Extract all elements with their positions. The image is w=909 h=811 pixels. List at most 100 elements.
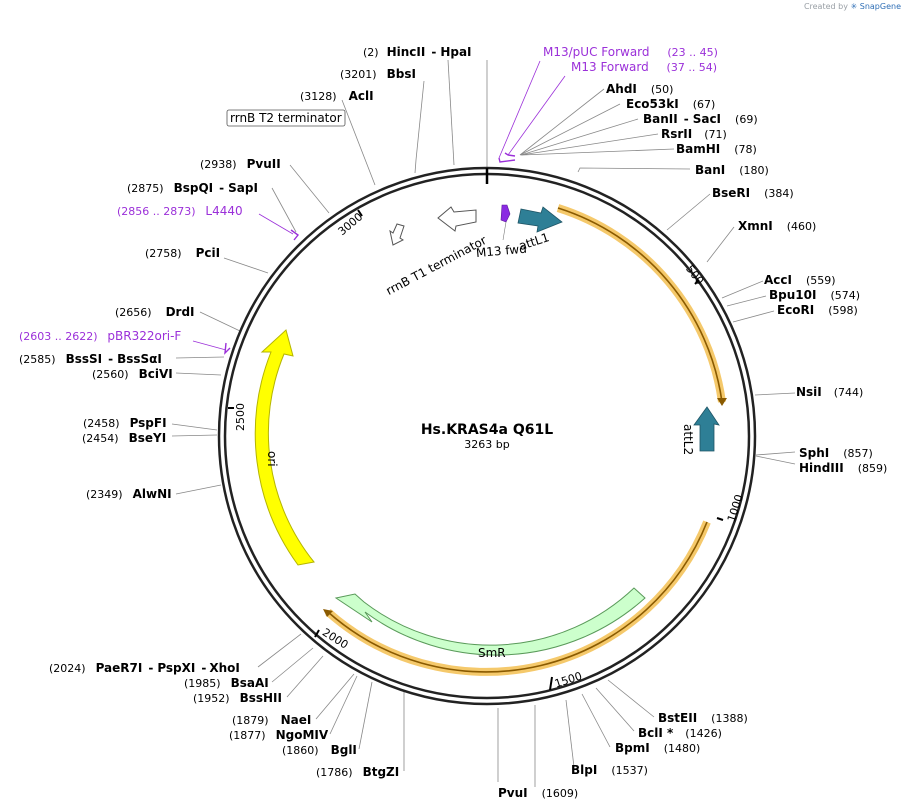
rrnb-t1-terminator[interactable]: [437, 206, 477, 232]
primer-marks: [192, 60, 566, 355]
enzyme-bpu10i[interactable]: Bpu10I(574): [769, 288, 860, 302]
ori-feature[interactable]: [254, 329, 315, 566]
enzyme-position: (460): [787, 220, 817, 233]
orf-highlight-upper: [556, 204, 726, 403]
enzyme-blpi[interactable]: BlpI(1537): [571, 763, 648, 777]
enzyme-position: (2): [363, 46, 379, 59]
enzyme-bspqi-sapi[interactable]: (2875)BspQI-SapI: [127, 181, 258, 195]
enzyme-name: AhdI: [606, 82, 637, 96]
enzyme-btgzi[interactable]: (1786)BtgZI: [316, 765, 399, 779]
orf-arc-upper: [557, 207, 723, 403]
enzyme-bamhi[interactable]: BamHI(78): [676, 142, 757, 156]
enzyme-name: SapI: [228, 181, 258, 195]
enzyme-ecori[interactable]: EcoRI (598): [777, 303, 858, 317]
attl1-feature[interactable]: [517, 206, 563, 233]
enzyme-labels-left: (2)HincII-HpaI (3201)BbsI (3128)AclI (29…: [19, 45, 472, 779]
enzyme-name: AlwNI: [133, 487, 172, 501]
enzyme-acli[interactable]: (3128)AclI: [300, 89, 374, 103]
primer-range: (2603 .. 2622): [19, 330, 98, 343]
enzyme-position: (384): [764, 187, 794, 200]
enzyme-position: (2024): [49, 662, 86, 675]
enzyme-name: BamHI: [676, 142, 720, 156]
enzyme-position: (2454): [82, 432, 119, 445]
rrnb-t2-terminator[interactable]: [389, 223, 405, 246]
enzyme-alwni[interactable]: (2349)AlwNI: [86, 487, 172, 501]
enzyme-rsrii[interactable]: RsrII(71): [661, 127, 727, 141]
plasmid-backbone: [217, 166, 757, 706]
enzyme-name: HincII: [387, 45, 426, 59]
enzyme-name: BpmI: [615, 741, 650, 755]
enzyme-bsssi-bsssai[interactable]: (2585)BssSI-BssSαI: [19, 352, 162, 366]
enzyme-paer7i-pspxi-xhoi[interactable]: (2024)PaeR7I-PspXI-XhoI: [49, 661, 240, 675]
primer-pbr322ori-f[interactable]: (2603 .. 2622) pBR322ori-F: [19, 329, 181, 343]
primer-m13-forward[interactable]: M13 Forward (37 .. 54): [571, 60, 717, 74]
enzyme-name: BseYI: [129, 431, 167, 445]
credit-prefix: Created by: [803, 2, 848, 11]
enzyme-eco53ki[interactable]: Eco53kI(67): [626, 97, 715, 111]
primer-range: (2856 .. 2873): [117, 205, 196, 218]
enzyme-bpmi[interactable]: BpmI (1480): [615, 741, 700, 755]
enzyme-ngomiv[interactable]: (1877)NgoMIV: [229, 728, 329, 742]
enzyme-xmni[interactable]: XmnI(460): [738, 219, 816, 233]
enzyme-name: EcoRI: [777, 303, 814, 317]
enzyme-bseri[interactable]: BseRI(384): [712, 186, 794, 200]
enzyme-pvui[interactable]: PvuI(1609): [498, 786, 578, 800]
enzyme-name: Bpu10I: [769, 288, 816, 302]
enzyme-name: BssSαI: [117, 352, 162, 366]
enzyme-bseyi[interactable]: (2454) BseYI: [82, 431, 166, 445]
primer-l4440[interactable]: (2856 .. 2873) L4440: [117, 204, 243, 218]
m13-forward-mark: [504, 152, 516, 157]
enzyme-nsii[interactable]: NsiI(744): [796, 385, 863, 399]
enzyme-name: BclI *: [638, 726, 674, 740]
enzyme-name: PvuII: [247, 157, 281, 171]
enzyme-name: AclI: [349, 89, 374, 103]
smr-gene[interactable]: [334, 587, 646, 656]
enzyme-name: SphI: [799, 446, 829, 460]
primer-labels: M13/pUC Forward (23 .. 45) M13 Forward (…: [19, 45, 718, 343]
plasmid-length: 3263 bp: [464, 438, 509, 451]
enzyme-bani[interactable]: BanI(180): [695, 163, 769, 177]
enzyme-bcivi[interactable]: (2560)BciVI: [92, 367, 173, 381]
enzyme-naei[interactable]: (1879)NaeI: [232, 713, 311, 727]
enzyme-bcli[interactable]: BclI *(1426): [638, 726, 722, 740]
enzyme-acci[interactable]: AccI(559): [764, 273, 836, 287]
enzyme-position: (1786): [316, 766, 353, 779]
m13-puc-forward-leader: [498, 60, 541, 159]
l4440-leader: [258, 213, 294, 235]
enzyme-position: (598): [828, 304, 858, 317]
enzyme-hincii-hpai[interactable]: (2) HincII-HpaI: [363, 45, 472, 59]
primer-m13-puc-forward[interactable]: M13/pUC Forward (23 .. 45): [543, 45, 718, 59]
enzyme-leader-lines: [171, 59, 796, 787]
enzyme-name: PspXI: [157, 661, 195, 675]
enzyme-pspfi[interactable]: (2458)PspFI: [83, 416, 167, 430]
attl2-feature[interactable]: [693, 406, 720, 452]
enzyme-bsshii[interactable]: (1952)BssHII: [193, 691, 282, 705]
enzyme-position: (1480): [664, 742, 701, 755]
enzyme-separator: -: [148, 661, 153, 675]
enzyme-position: (1952): [193, 692, 230, 705]
enzyme-pvuii[interactable]: (2938)PvuII: [200, 157, 281, 171]
primer-name: M13 Forward: [571, 60, 649, 74]
enzyme-name: NaeI: [281, 713, 312, 727]
enzyme-bsaai[interactable]: (1985)BsaAI: [184, 676, 269, 690]
enzyme-drdi[interactable]: (2656)DrdI: [115, 305, 195, 319]
enzyme-name: SacI: [693, 112, 721, 126]
enzyme-bgli[interactable]: (1860)BglI: [282, 743, 357, 757]
enzyme-bsteii[interactable]: BstEII(1388): [658, 711, 748, 725]
enzyme-position: (1985): [184, 677, 221, 690]
enzyme-separator: -: [201, 661, 206, 675]
enzyme-name: HpaI: [440, 45, 471, 59]
enzyme-sphi[interactable]: SphI(857): [799, 446, 873, 460]
enzyme-labels-right: AhdI(50) Eco53kI(67) BanII-SacI(69) RsrI…: [498, 82, 887, 800]
enzyme-ahdi[interactable]: AhdI(50): [606, 82, 673, 96]
primer-range: (37 .. 54): [667, 61, 718, 74]
enzyme-pcii[interactable]: (2758)PciI: [145, 246, 220, 260]
enzyme-hindiii[interactable]: HindIII(859): [799, 461, 887, 475]
primer-name: pBR322ori-F: [107, 329, 181, 343]
enzyme-banii-saci[interactable]: BanII-SacI(69): [643, 112, 758, 126]
m13-fwd-feature[interactable]: [500, 204, 511, 223]
enzyme-name: DrdI: [166, 305, 195, 319]
enzyme-separator: -: [684, 112, 689, 126]
enzyme-separator: -: [431, 45, 436, 59]
enzyme-bbsi[interactable]: (3201)BbsI: [340, 67, 416, 81]
